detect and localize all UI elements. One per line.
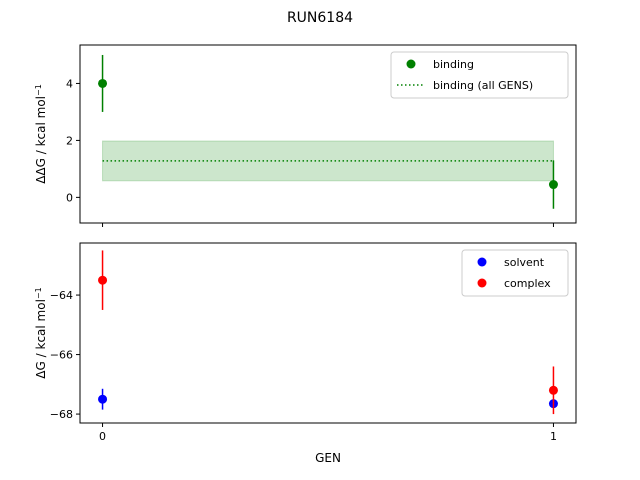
top-plot-layer: [98, 54, 558, 209]
bottom-complex-point: [98, 275, 108, 285]
top-axes-frame: [79, 44, 577, 224]
bottom-y-axis-label-superscript: −1: [34, 287, 43, 299]
bottom-legend-marker-solvent: [477, 257, 487, 267]
top-legend: binding binding (all GENS): [390, 51, 569, 99]
bottom-y-axis-label: ΔG / kcal mol−1: [34, 287, 49, 378]
bottom-x-tick-label: 1: [550, 430, 557, 443]
top-legend-box: [390, 51, 569, 99]
top-y-axis-label-text: ΔΔG / kcal mol: [34, 96, 48, 184]
bottom-legend: solvent complex: [461, 249, 569, 297]
top-binding-point: [548, 180, 558, 190]
top-panel: binding binding (all GENS) 0 2 4 ΔΔG / kcal…: [34, 44, 577, 227]
bottom-legend-box: [461, 249, 569, 297]
bottom-y-tick-label: −66: [50, 349, 73, 362]
top-binding-point: [98, 78, 108, 88]
top-legend-label-binding-all-gens: binding (all GENS): [433, 79, 533, 92]
bottom-x-tick-label: 0: [99, 430, 106, 443]
top-legend-label-binding: binding: [433, 58, 474, 71]
top-y-tick-label: 0: [66, 191, 73, 204]
bottom-y-tick-label: −68: [50, 408, 73, 421]
bottom-ticks: −68 −66 −64 0 1: [50, 289, 557, 443]
top-y-axis-label: ΔΔG / kcal mol−1: [34, 84, 49, 184]
bottom-plot-layer: [98, 250, 558, 415]
bottom-axes-frame: [79, 242, 577, 424]
bottom-legend-label-complex: complex: [504, 277, 551, 290]
bottom-y-axis-label-text: ΔG / kcal mol: [34, 299, 48, 379]
bottom-complex-point: [548, 385, 558, 395]
bottom-panel: solvent complex −68 −66 −64 0 1 ΔG / kcal mol…: [34, 242, 577, 465]
top-legend-marker-binding: [406, 59, 416, 69]
top-y-axis-label-superscript: −1: [34, 84, 43, 96]
top-ticks: 0 2 4: [66, 77, 554, 227]
figure-title: RUN6184: [287, 10, 353, 26]
bottom-solvent-point: [98, 394, 108, 404]
bottom-y-tick-label: −64: [50, 289, 73, 302]
top-y-tick-label: 4: [66, 77, 73, 90]
x-axis-label: GEN: [315, 451, 341, 465]
top-y-tick-label: 2: [66, 134, 73, 147]
bottom-legend-marker-complex: [477, 278, 487, 288]
bottom-legend-label-solvent: solvent: [504, 256, 545, 269]
